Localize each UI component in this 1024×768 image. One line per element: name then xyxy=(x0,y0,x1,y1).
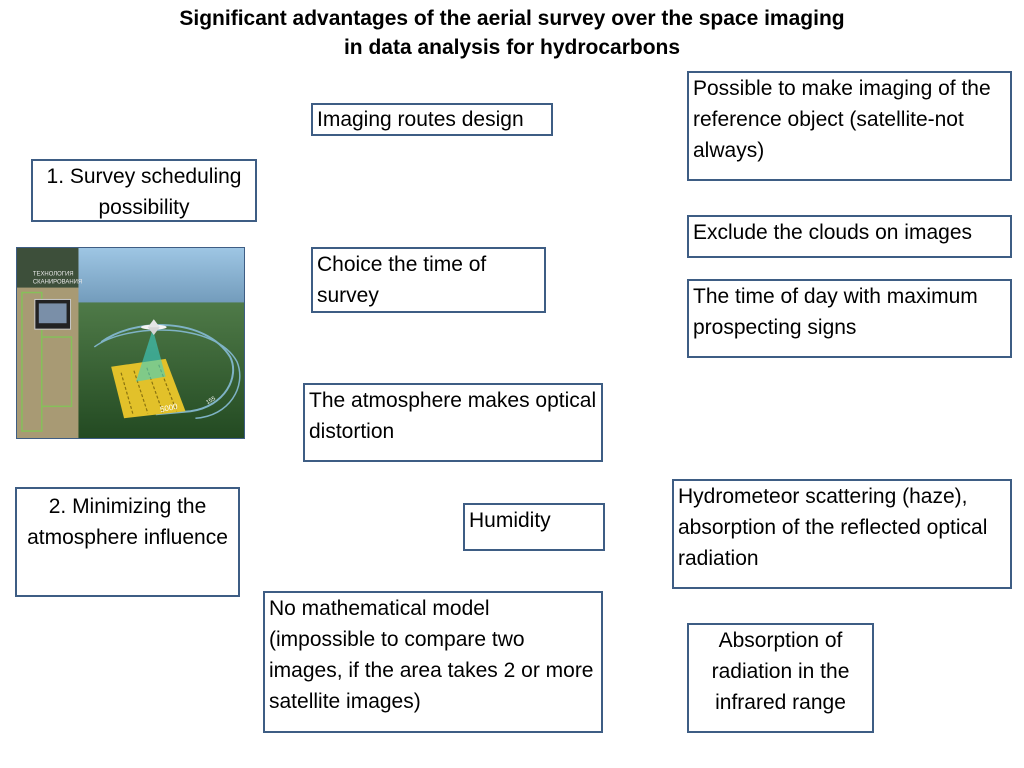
caption-line-1: ТЕХНОЛОГИЯ xyxy=(33,272,74,278)
time-of-day-box: The time of day with maximum prospecting… xyxy=(687,279,1012,358)
no-model-text: No mathematical model (impossible to com… xyxy=(269,597,594,713)
slide-title: Significant advantages of the aerial sur… xyxy=(0,4,1024,62)
flight-path xyxy=(100,324,235,416)
hydrometeor-box: Hydrometeor scattering (haze), absorptio… xyxy=(672,479,1012,589)
reference-object-text: Possible to make imaging of the referenc… xyxy=(693,77,991,162)
imaging-routes-text: Imaging routes design xyxy=(317,108,524,131)
minimizing-atmosphere-box: 2. Minimizing the atmosphere influence xyxy=(15,487,240,597)
title-line-1: Significant advantages of the aerial sur… xyxy=(179,7,845,30)
caption-line-2: СКАНИРОВАНИЯ xyxy=(33,280,82,286)
time-of-day-text: The time of day with maximum prospecting… xyxy=(693,285,978,339)
aircraft-icon xyxy=(140,319,167,336)
choice-time-text: Choice the time of survey xyxy=(317,253,487,307)
choice-time-box: Choice the time of survey xyxy=(311,247,546,313)
minimizing-atmosphere-text: 2. Minimizing the atmosphere influence xyxy=(27,495,228,549)
aerial-survey-drawing: ТЕХНОЛОГИЯ СКАНИРОВАНИЯ 5000 155 xyxy=(17,248,244,438)
no-model-box: No mathematical model (impossible to com… xyxy=(263,591,603,733)
humidity-box: Humidity xyxy=(463,503,605,551)
aerial-survey-illustration: ТЕХНОЛОГИЯ СКАНИРОВАНИЯ 5000 155 xyxy=(16,247,245,439)
imaging-routes-box: Imaging routes design xyxy=(311,103,553,136)
absorption-ir-box: Absorption of radiation in the infrared … xyxy=(687,623,874,733)
atmosphere-distortion-text: The atmosphere makes optical distortion xyxy=(309,389,597,443)
scan-beam xyxy=(135,329,166,382)
sky xyxy=(76,248,244,308)
humidity-text: Humidity xyxy=(469,509,551,532)
atmosphere-distortion-box: The atmosphere makes optical distortion xyxy=(303,383,603,462)
distance-small-label: 155 xyxy=(205,396,217,406)
survey-scheduling-text: 1. Survey scheduling possibility xyxy=(46,165,242,219)
absorption-ir-text: Absorption of radiation in the infrared … xyxy=(711,629,850,714)
exclude-clouds-text: Exclude the clouds on images xyxy=(693,221,972,244)
distance-label: 5000 xyxy=(159,402,179,415)
exclude-clouds-box: Exclude the clouds on images xyxy=(687,215,1012,258)
hydrometeor-text: Hydrometeor scattering (haze), absorptio… xyxy=(678,485,988,570)
survey-scheduling-box: 1. Survey scheduling possibility xyxy=(31,159,257,222)
title-line-2: in data analysis for hydrocarbons xyxy=(343,36,681,59)
reference-object-box: Possible to make imaging of the referenc… xyxy=(687,71,1012,181)
